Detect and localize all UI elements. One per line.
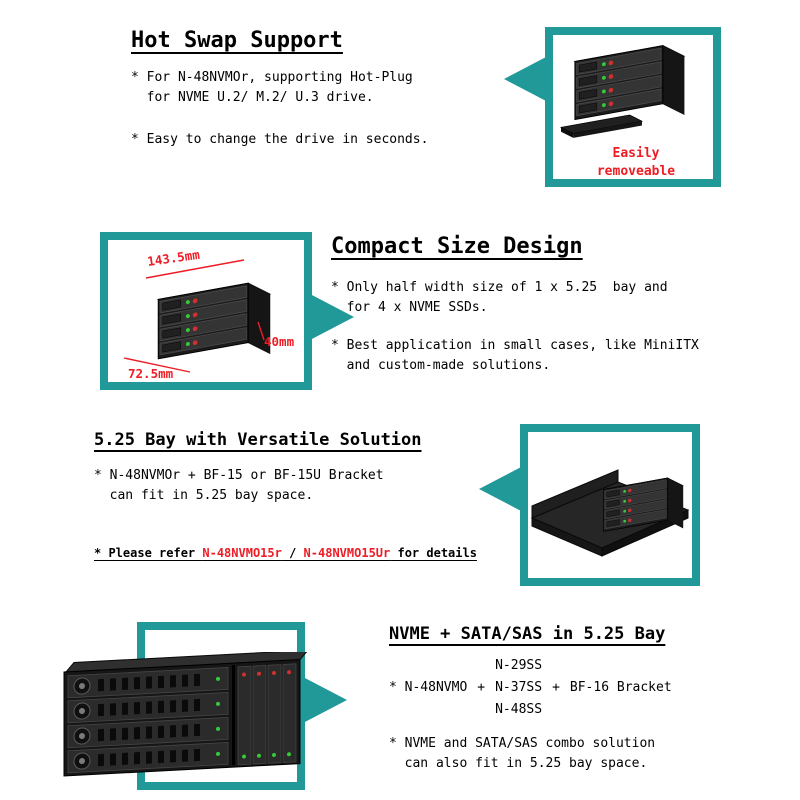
- hot-swap-title: Hot Swap Support: [131, 28, 343, 53]
- note-prefix: * Please refer: [94, 546, 203, 560]
- dimension-height-line: [257, 321, 265, 341]
- easily-removeable-label: Easily removeable: [596, 146, 676, 180]
- compact-size-title: Compact Size Design: [331, 234, 583, 259]
- callout-arrow-right-icon: [303, 677, 347, 723]
- compact-size-bullet-1: * Only half width size of 1 x 5.25 bay a…: [331, 280, 668, 315]
- combo-left: * N-48NVMO: [389, 680, 468, 695]
- versatile-bay-title: 5.25 Bay with Versatile Solution: [94, 430, 422, 450]
- compact-size-image-panel: [100, 232, 312, 390]
- hot-swap-product-image: [560, 45, 685, 139]
- compact-size-product-image: 143.5mm 40mm 72.5mm: [123, 247, 295, 381]
- combo-option-n-29ss: N-29SS: [495, 658, 543, 673]
- combo-options: N-29SS N-37SS N-48SS: [495, 658, 542, 717]
- combo-right: BF-16 Bracket: [569, 680, 672, 695]
- combo-formula: * N-48NVMO + N-29SS N-37SS N-48SS + BF-1…: [389, 658, 672, 717]
- hot-swap-bullet-1: * For N-48NVMOr, supporting Hot-Plug for…: [131, 70, 413, 105]
- note-suffix: for details: [390, 546, 477, 560]
- callout-arrow-left-icon: [504, 56, 548, 102]
- note-separator: /: [281, 546, 304, 560]
- dimension-width-label: 143.5mm: [146, 247, 201, 269]
- versatile-bay-note: * Please refer N-48NVMO15r / N-48NVMO15U…: [94, 546, 477, 560]
- callout-arrow-left-icon: [479, 466, 523, 512]
- versatile-bay-product-image: [530, 469, 690, 557]
- combo-option-n-48ss: N-48SS: [495, 702, 543, 717]
- versatile-bay-bullet-1: * N-48NVMOr + BF-15 or BF-15U Bracket ca…: [94, 468, 384, 503]
- dimension-depth-label: 72.5mm: [128, 366, 174, 381]
- dimension-depth-line: [123, 357, 191, 373]
- dimension-width-line: [145, 259, 245, 279]
- combo-option-n-37ss: N-37SS: [495, 680, 543, 695]
- link-n-48nvmo15ur[interactable]: N-48NVMO15Ur: [303, 546, 391, 560]
- compact-size-bullet-2: * Best application in small cases, like …: [331, 338, 699, 373]
- nvme-sata-bullet-1: * NVME and SATA/SAS combo solution can a…: [389, 736, 656, 771]
- combo-plus-1: +: [477, 680, 486, 695]
- link-n-48nvmo15r[interactable]: N-48NVMO15r: [202, 546, 282, 560]
- dimension-height-label: 40mm: [264, 334, 295, 349]
- callout-arrow-right-icon: [310, 294, 354, 340]
- nvme-sata-title: NVME + SATA/SAS in 5.25 Bay: [389, 624, 666, 644]
- hot-swap-bullet-2: * Easy to change the drive in seconds.: [131, 132, 429, 147]
- nvme-sata-product-image: [63, 652, 308, 777]
- combo-plus-2: +: [552, 680, 560, 695]
